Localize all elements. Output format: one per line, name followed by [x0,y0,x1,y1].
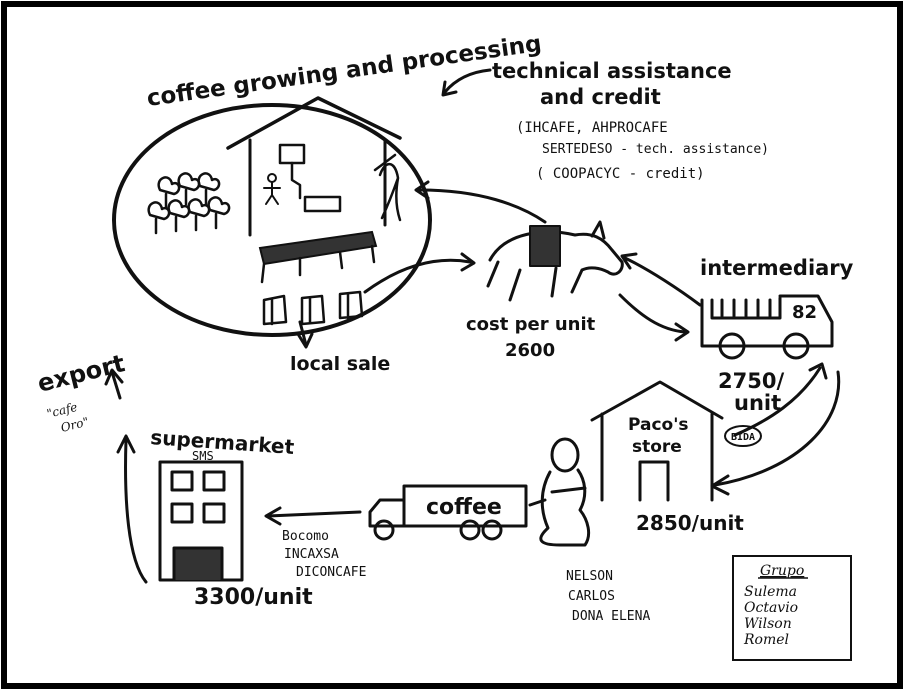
arrow-head-store-intermediary [808,362,828,380]
cost-value: 2600 [505,340,555,361]
supermarket-sub: SMS [192,449,214,463]
house-roof [226,96,402,150]
assistance-arrow [443,68,492,94]
arrow-head-donkey-intermediary [674,322,690,342]
intermediary-label: intermediary [700,256,854,280]
person-name: DONA ELENA [572,609,650,624]
assistance-title-1: technical assistance [492,59,732,83]
coffee-truck-icon [368,484,528,541]
farmer-figure [373,153,402,222]
intermediary-price-1: 2750/ [718,369,784,393]
arrow-head-sacks-donkey [460,252,476,272]
store-building-icon [590,380,724,502]
assistance-arrow-head [441,80,458,97]
arrow-head-export [104,368,124,386]
coffee-sacks-icon [262,290,364,326]
buyers-3: DICONCAFE [296,565,366,580]
donkey-icon [486,220,624,302]
store-sign-2: store [632,437,682,457]
shopkeeper-figure-icon [539,437,591,547]
supermarket-price: 3300/unit [194,585,313,610]
bida-badge: BIDA [731,432,755,443]
drying-table-icon [258,230,378,284]
arrow-donkey-to-intermediary [618,293,687,334]
grupo-member: Romel [743,632,789,648]
store-sign-1: Paco's [628,415,689,435]
bida-badge-outline [724,425,762,447]
farm-circle [112,96,432,349]
arrow-head-intermediary-donkey [620,252,638,270]
grupo-member: Sulema [744,584,797,600]
coffee-trees-icon [147,172,231,235]
buyers-2: INCAXSA [284,547,339,562]
machine-pipe [290,161,302,200]
cost-label: cost per unit [466,314,596,335]
assistance-line-1: (IHCAFE, AHPROCAFE [516,120,668,136]
person-name: CARLOS [568,589,615,604]
intermediary-truck-icon [700,294,834,360]
arrow-head-supermarket-up [116,434,136,454]
buyers-1: Bocomo [282,529,329,544]
arrow-sacks-to-donkey [363,258,472,294]
person-name: NELSON [566,569,613,584]
truck-plate-text: 82 [792,302,817,323]
truck-label: coffee [426,495,502,520]
local-sale-label: local sale [290,353,390,375]
assistance-title-2: and credit [540,85,661,109]
arrow-truck-to-supermarket [266,510,362,518]
arrow-supermarket-up [124,438,148,584]
arrow-store-to-intermediary [733,366,822,437]
arrow-store-to-truck [528,498,547,507]
arrow-head-truck-supermarket [264,506,282,526]
grupo-member: Wilson [744,616,792,632]
arrow-donkey-to-farm [418,188,547,224]
arrow-head-donkey-farm [414,180,430,200]
assistance-line-3: ( COOPACYC - credit) [536,166,705,182]
export-sub-2: Oro" [59,414,90,434]
arrow-to-export [110,370,122,400]
supermarket-building-icon [158,460,244,582]
grupo-member: Octavio [744,600,798,616]
worker-figure [263,173,281,205]
machine-base [303,195,342,213]
assistance-line-2: SERTEDESO - tech. assistance) [542,142,769,157]
grupo-box [732,555,852,661]
arrow-intermediary-to-donkey [623,256,702,307]
grupo-title: Grupo [760,563,804,579]
arrow-head-local-sale [296,332,314,349]
store-price: 2850/unit [636,511,744,535]
arrow-intermediary-to-store [713,370,841,487]
intermediary-price-2: unit [734,391,781,415]
farm-ellipse [112,103,432,337]
arrow-to-local-sale [298,320,308,347]
